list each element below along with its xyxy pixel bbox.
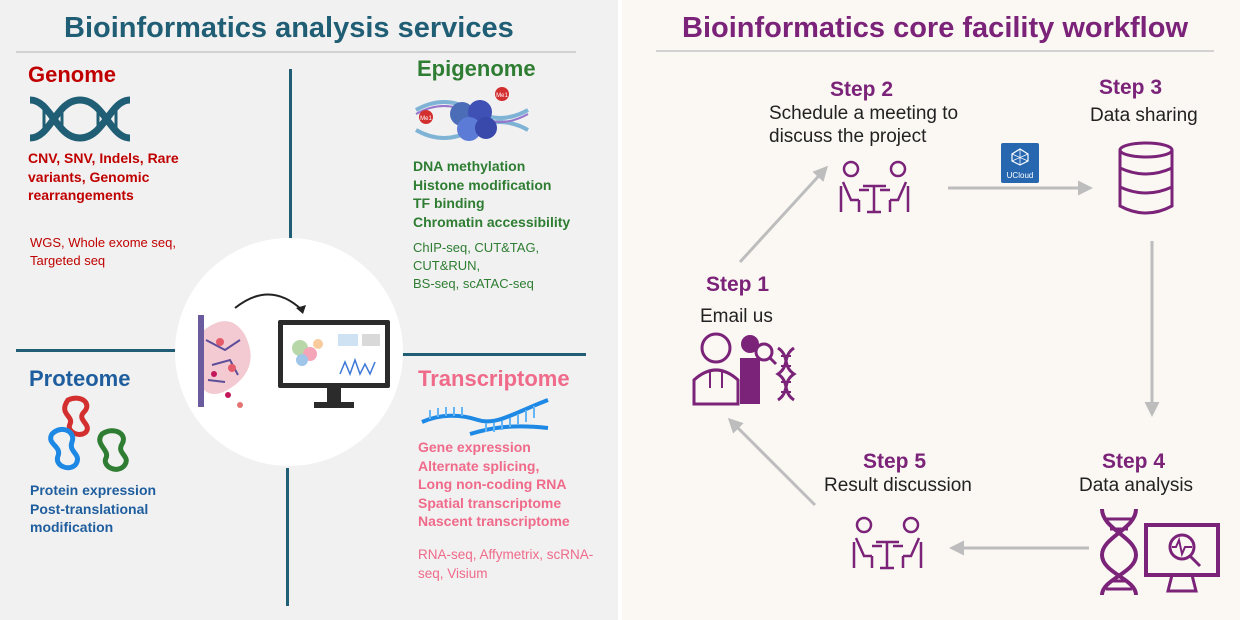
genome-type-line: CNV, SNV, Indels, Rare: [28, 150, 179, 166]
ucloud-logo: UCloud: [1001, 143, 1039, 183]
epigenome-title: Epigenome: [417, 56, 536, 81]
arrow-step5-to-step1: [727, 417, 817, 507]
doctor-researcher-icon: [692, 332, 797, 406]
epigenome-type-line: DNA methylation: [413, 158, 526, 174]
genome-method-line: Targeted seq: [30, 253, 106, 268]
divider-right: [400, 353, 586, 356]
step-2-title: Step 2: [830, 78, 894, 101]
workflow-arrows: [727, 165, 1160, 556]
database-icon: [1118, 141, 1174, 215]
genome-type-line: variants, Genomic: [28, 168, 150, 185]
genome-method-line: WGS, Whole exome seq,: [30, 235, 176, 250]
me1-badge-2: Me1: [496, 93, 508, 99]
transcriptome-type-line: Alternate splicing,: [418, 457, 540, 474]
services-title: Bioinformatics analysis services: [64, 12, 514, 44]
network-icon: [1011, 148, 1029, 166]
step-1-label: Email us: [700, 306, 773, 327]
me1-badge-1: Me1: [420, 116, 432, 122]
epigenome-type-line: TF binding: [413, 195, 485, 212]
transcriptome-method-line: RNA-seq, Affymetrix, scRNA-: [418, 547, 594, 562]
genome-methods: WGS, Whole exome seq, Targeted seq: [30, 234, 176, 270]
workflow-title: Bioinformatics core facility workflow: [682, 12, 1188, 44]
proteome-type-line: Post-translational: [30, 500, 149, 517]
epigenome-type-line: Histone modification: [413, 176, 552, 193]
epigenome-types: DNA methylation Histone modification TF …: [413, 157, 570, 231]
meeting-icon: [839, 160, 910, 214]
step-2-label-line: discuss the project: [769, 126, 927, 147]
epigenome-method-line: CUT&RUN,: [413, 258, 481, 273]
genome-type-line: rearrangements: [28, 187, 134, 204]
epigenome-type-line: Chromatin accessibility: [413, 213, 571, 230]
title-underline: [16, 51, 576, 53]
workflow-panel: Bioinformatics core facility workflow St…: [622, 0, 1240, 620]
transcriptome-type-line: Spatial transcriptome: [418, 494, 562, 511]
step-5-label: Result discussion: [824, 475, 972, 496]
step-1-title: Step 1: [706, 273, 770, 296]
transcriptome-method-line: seq, Visium: [418, 566, 488, 581]
tissue-to-computer-icon: [198, 293, 390, 408]
step-5-title: Step 5: [863, 450, 927, 473]
ucloud-label: UCloud: [1006, 171, 1034, 180]
services-panel: Bioinformatics analysis services: [0, 0, 618, 620]
step-2-label: Schedule a meeting to discuss the projec…: [769, 102, 958, 148]
transcriptome-type-line: Nascent transcriptome: [418, 513, 570, 530]
epigenome-method-line: ChIP-seq, CUT&TAG,: [413, 240, 540, 255]
divider-bottom: [286, 468, 289, 606]
transcriptome-title: Transcriptome: [418, 366, 570, 391]
proteome-types: Protein expression Post-translational mo…: [30, 481, 156, 537]
dna-analysis-icon: [1099, 508, 1220, 596]
step-3-title: Step 3: [1099, 76, 1163, 99]
workflow-title-underline: [656, 50, 1214, 52]
transcriptome-methods: RNA-seq, Affymetrix, scRNA- seq, Visium: [418, 545, 593, 583]
transcriptome-type-line: Long non-coding RNA: [418, 476, 567, 493]
genome-title: Genome: [28, 62, 117, 87]
step-4-label: Data analysis: [1079, 475, 1194, 496]
epigenome-methods: ChIP-seq, CUT&TAG, CUT&RUN, BS-seq, scAT…: [413, 239, 539, 293]
epigenome-method-line: BS-seq, scATAC-seq: [413, 276, 534, 291]
arrow-step1-to-step2: [738, 165, 829, 264]
divider-left: [16, 349, 176, 352]
transcriptome-types: Gene expression Alternate splicing, Long…: [418, 438, 570, 531]
divider-top: [289, 69, 292, 245]
dna-helix-icon: [29, 96, 131, 142]
discussion-icon: [852, 516, 923, 570]
protein-icon: [48, 395, 129, 472]
transcriptome-type-line: Gene expression: [418, 439, 531, 455]
genome-types: CNV, SNV, Indels, Rare variants, Genomic…: [28, 149, 179, 205]
step-3-label: Data sharing: [1090, 105, 1198, 126]
step-4-title: Step 4: [1102, 450, 1166, 473]
step-2-label-line: Schedule a meeting to: [769, 103, 959, 124]
rna-strand-icon: [421, 398, 549, 436]
proteome-type-line: Protein expression: [30, 482, 157, 498]
proteome-type-line: modification: [30, 519, 114, 536]
proteome-title: Proteome: [29, 366, 131, 391]
nucleosome-icon: Me1 Me1: [415, 87, 529, 141]
